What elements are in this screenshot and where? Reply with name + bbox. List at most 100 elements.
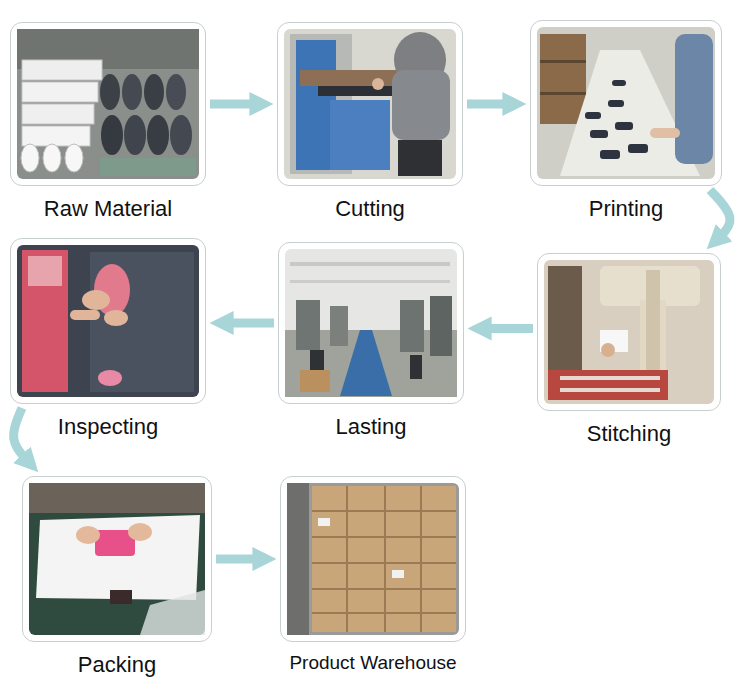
lasting-photo [285,249,457,397]
photo-frame [278,242,464,404]
stitching-photo [548,266,582,386]
flow-arrow [216,555,262,564]
process-step: Lasting [278,242,464,439]
warehouse-photo [420,486,422,632]
lasting-photo [430,296,452,356]
printing-photo [612,80,626,86]
step-caption: Raw Material [10,196,206,221]
lasting-photo [400,300,424,352]
printing-photo [537,27,715,179]
process-step: Packing [22,476,212,677]
packing-photo [128,523,152,541]
printing-photo [585,112,601,119]
inspecting-photo [98,370,122,386]
printing-photo [628,144,648,153]
process-step: Cutting [277,22,463,221]
warehouse-photo [287,483,459,635]
cutting-photo [330,100,390,170]
printing-photo [590,130,608,138]
process-step: Raw Material [10,22,206,221]
warehouse-photo [312,486,456,632]
packing-photo [36,515,200,600]
inspecting-photo [70,310,100,320]
warehouse-photo [318,518,330,526]
raw-material-photo [17,29,199,179]
lasting-photo [285,249,457,397]
lasting-photo [330,306,348,346]
inspecting-photo [17,245,199,397]
lasting-photo [300,370,330,392]
inspecting-photo [22,250,68,392]
process-step: Product Warehouse [280,476,466,674]
stitching-photo [544,260,714,404]
cutting-photo [284,29,456,179]
raw-material-photo [166,74,186,110]
photo-frame [280,476,466,642]
raw-material-photo [100,158,196,176]
raw-material-photo [21,144,39,172]
packing-photo [29,483,205,635]
step-caption: Cutting [277,196,463,221]
raw-material-photo [65,144,83,172]
raw-material-photo [170,115,192,155]
stitching-photo [544,260,714,404]
raw-material-photo [144,74,164,110]
process-step: Inspecting [10,238,206,439]
raw-material-photo [22,60,102,80]
raw-material-photo [122,74,142,110]
warehouse-photo [287,483,309,635]
cutting-photo [392,70,450,140]
step-caption: Packing [22,652,212,677]
raw-material-photo [124,115,146,155]
photo-frame [10,22,206,186]
flow-arrow [482,324,533,333]
warehouse-photo [346,486,348,632]
packing-photo [140,590,205,635]
printing-photo [650,128,680,138]
inspecting-photo [104,310,128,326]
printing-photo [537,27,715,179]
stitching-photo [601,343,615,357]
printing-photo [540,60,586,63]
inspecting-photo [90,252,194,392]
warehouse-photo [384,486,386,632]
photo-frame [22,476,212,642]
packing-photo [29,483,205,513]
inspecting-photo [28,256,62,286]
raw-material-photo [101,115,123,155]
process-step: Printing [530,20,722,221]
flow-arrow [224,319,274,328]
lasting-photo [290,262,450,266]
photo-frame [537,253,721,411]
step-caption: Lasting [278,414,464,439]
packing-photo [29,483,205,635]
raw-material-photo [100,74,120,110]
raw-material-photo [17,29,199,179]
inspecting-photo [17,245,199,397]
packing-photo [76,526,100,544]
flow-arrow [210,100,259,109]
step-caption: Printing [530,196,722,221]
cutting-photo [318,86,396,96]
cutting-photo [372,78,384,90]
photo-frame [277,22,463,186]
inspecting-photo [82,290,110,310]
photo-frame [530,20,722,186]
cutting-photo [284,29,456,179]
warehouse-photo [392,570,404,578]
printing-photo [540,34,586,124]
lasting-photo [340,330,392,396]
stitching-photo [646,270,660,380]
raw-material-photo [147,115,169,155]
raw-material-photo [22,82,98,102]
lasting-photo [296,300,320,350]
packing-photo [110,590,132,604]
cutting-photo [398,140,442,176]
stitching-photo [560,376,660,380]
raw-material-photo [22,104,94,124]
lasting-photo [410,355,422,379]
photo-frame [10,238,206,404]
cutting-photo [300,70,400,86]
